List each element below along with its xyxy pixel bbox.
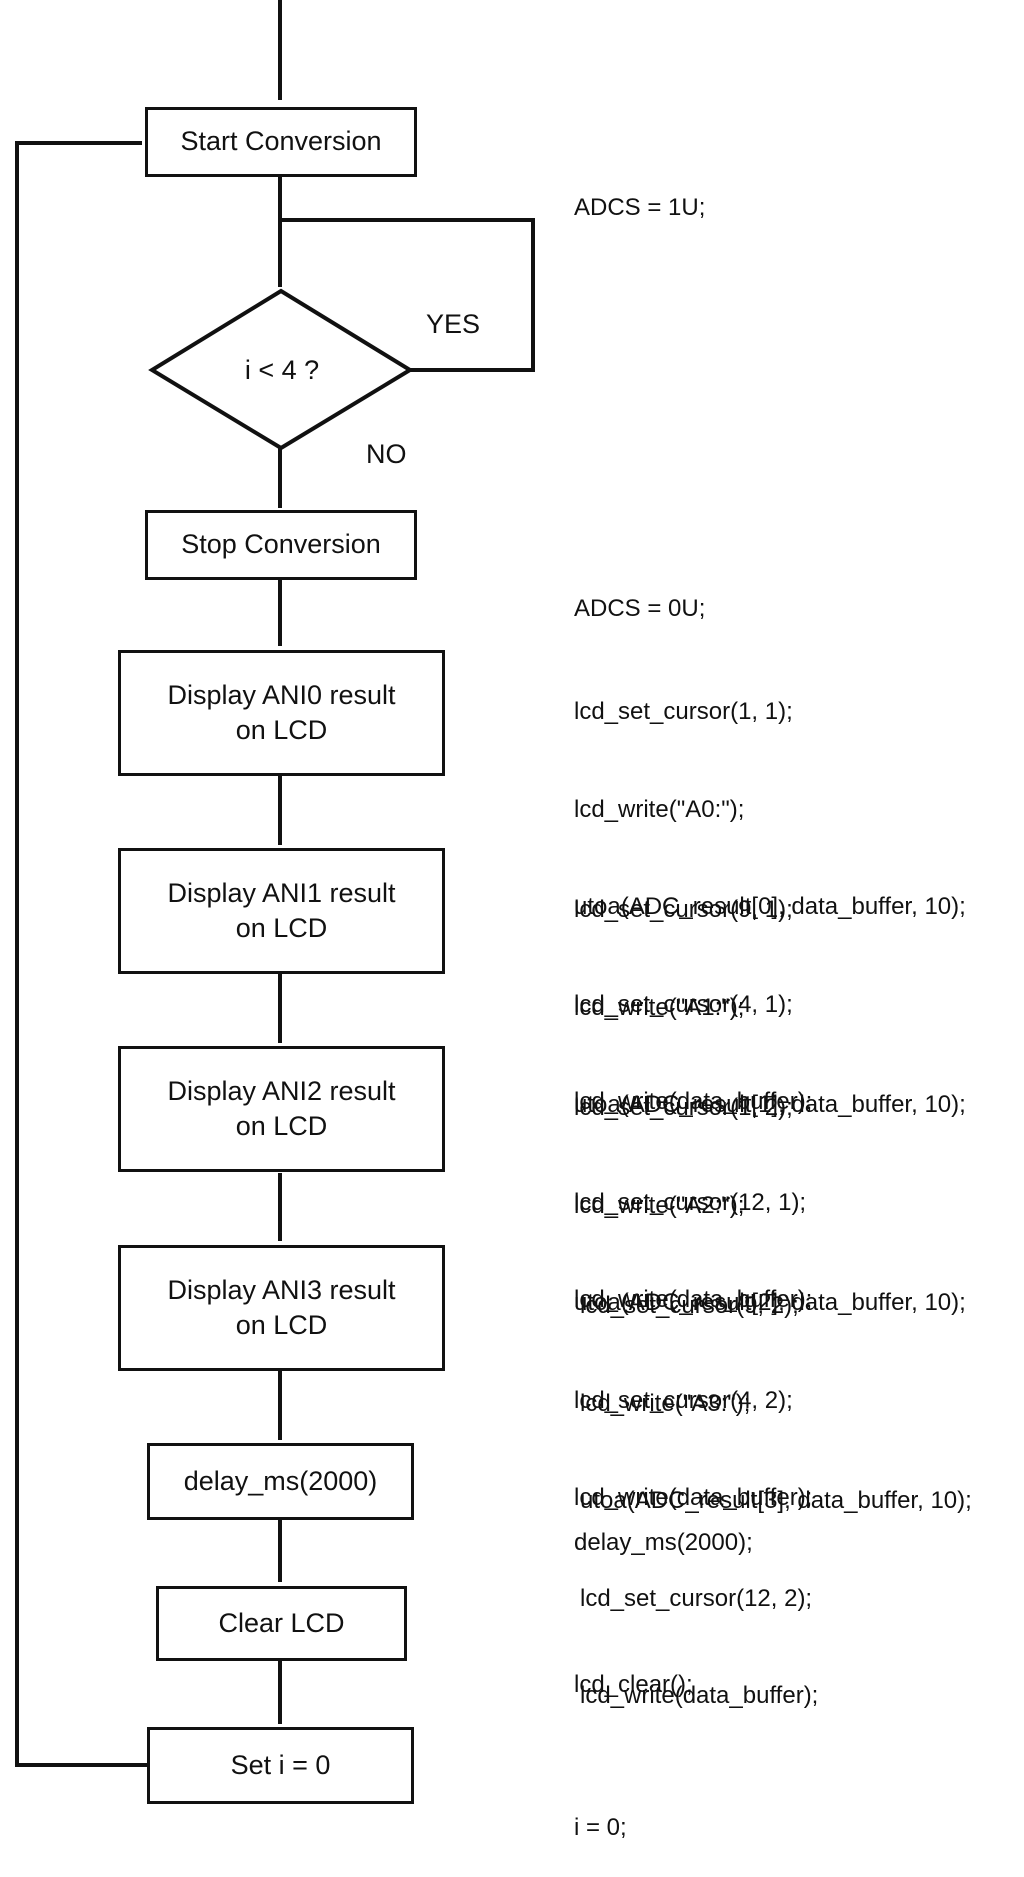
code-line: lcd_set_cursor(4, 2);: [574, 1386, 793, 1414]
node-display-ani2: Display ANI2 result on LCD: [118, 1046, 445, 1172]
code-ani3: lcd_set_cursor(9, 2); lcd_write("A3:"); …: [580, 1225, 972, 1745]
edge-label-no: NO: [366, 439, 407, 469]
code-line: i = 0;: [574, 1814, 627, 1841]
code-line: lcd_write(data_buffer);: [574, 1286, 813, 1313]
node-stop-conversion: Stop Conversion: [145, 510, 417, 580]
node-display-ani0: Display ANI0 result on LCD: [118, 650, 445, 776]
decision-label: i < 4 ?: [244, 355, 320, 385]
code-line: lcd_write("A3:");: [580, 1389, 751, 1417]
node-set-i: Set i = 0: [147, 1727, 414, 1804]
code-line: utoa(ADC_result[1], data_buffer, 10);: [574, 1091, 966, 1118]
arrow-loop-back-to-start: [15, 141, 148, 1767]
node-display-ani0-line2: on LCD: [235, 715, 328, 745]
code-line: lcd_set_cursor(1, 1);: [574, 698, 793, 725]
node-display-ani2-line2: on LCD: [235, 1111, 328, 1141]
node-start-conversion: Start Conversion: [145, 107, 417, 177]
code-line: lcd_write(data_buffer);: [574, 1484, 813, 1511]
node-display-ani3-line2: on LCD: [235, 1310, 328, 1340]
code-line: lcd_write("A2:");: [574, 1191, 745, 1219]
code-line: lcd_write("A0:");: [574, 795, 745, 823]
node-delay-label: delay_ms(2000): [183, 1465, 378, 1496]
edge-label-yes: YES: [426, 309, 481, 339]
code-line: utoa(ADC_result[3], data_buffer, 10);: [580, 1487, 972, 1514]
code-line: lcd_set_cursor(1, 2);: [574, 1094, 793, 1121]
code-line: lcd_set_cursor(12, 2);: [580, 1584, 813, 1612]
code-line: lcd_write("A1:");: [574, 993, 745, 1021]
code-line: lcd_write(data_buffer);: [580, 1682, 819, 1709]
node-stop-conversion-label: Stop Conversion: [181, 529, 381, 560]
node-display-ani1: Display ANI1 result on LCD: [118, 848, 445, 974]
node-set-i-label: Set i = 0: [230, 1749, 331, 1780]
node-display-ani0-line1: Display ANI0 result: [167, 679, 396, 710]
code-set-i: i = 0;: [574, 1747, 627, 1877]
code-ani1: lcd_set_cursor(9, 1); lcd_write("A1:"); …: [574, 829, 966, 1349]
code-delay: delay_ms(2000);: [574, 1462, 753, 1592]
node-delay: delay_ms(2000): [147, 1443, 414, 1520]
decision-diamond: [148, 288, 414, 451]
code-line: utoa(ADC_result[2], data_buffer, 10);: [574, 1289, 966, 1316]
node-start-conversion-label: Start Conversion: [180, 126, 382, 157]
code-line: ADCS = 0U;: [574, 595, 706, 622]
code-line: utoa(ADC_result[0], data_buffer, 10);: [574, 893, 966, 920]
code-line: lcd_set_cursor(9, 1);: [574, 896, 793, 923]
code-start: ADCS = 1U;: [574, 127, 705, 257]
arrow-yes-loop: [282, 218, 535, 372]
flowchart-connectors: [15, 0, 535, 1767]
node-display-ani2-line1: Display ANI2 result: [167, 1075, 396, 1106]
code-stop: ADCS = 0U;: [574, 528, 705, 658]
node-clear-lcd: Clear LCD: [156, 1586, 407, 1661]
node-display-ani1-line2: on LCD: [235, 913, 328, 943]
code-line: lcd_write(data_buffer);: [574, 1088, 813, 1115]
code-clear: lcd_clear();: [574, 1604, 693, 1734]
code-ani2: lcd_set_cursor(1, 2); lcd_write("A2:"); …: [574, 1027, 966, 1547]
node-display-ani1-line1: Display ANI1 result: [167, 877, 396, 908]
node-clear-lcd-label: Clear LCD: [218, 1607, 345, 1638]
code-line: lcd_set_cursor(12, 1);: [574, 1188, 807, 1216]
code-line: ADCS = 1U;: [574, 194, 706, 221]
code-line: lcd_set_cursor(4, 1);: [574, 990, 793, 1018]
node-display-ani3-line1: Display ANI3 result: [167, 1274, 396, 1305]
code-line: lcd_set_cursor(9, 2);: [580, 1292, 799, 1319]
code-ani0: lcd_set_cursor(1, 1); lcd_write("A0:"); …: [574, 631, 966, 1151]
node-display-ani3: Display ANI3 result on LCD: [118, 1245, 445, 1371]
code-line: lcd_clear();: [574, 1671, 693, 1698]
code-line: delay_ms(2000);: [574, 1529, 753, 1556]
